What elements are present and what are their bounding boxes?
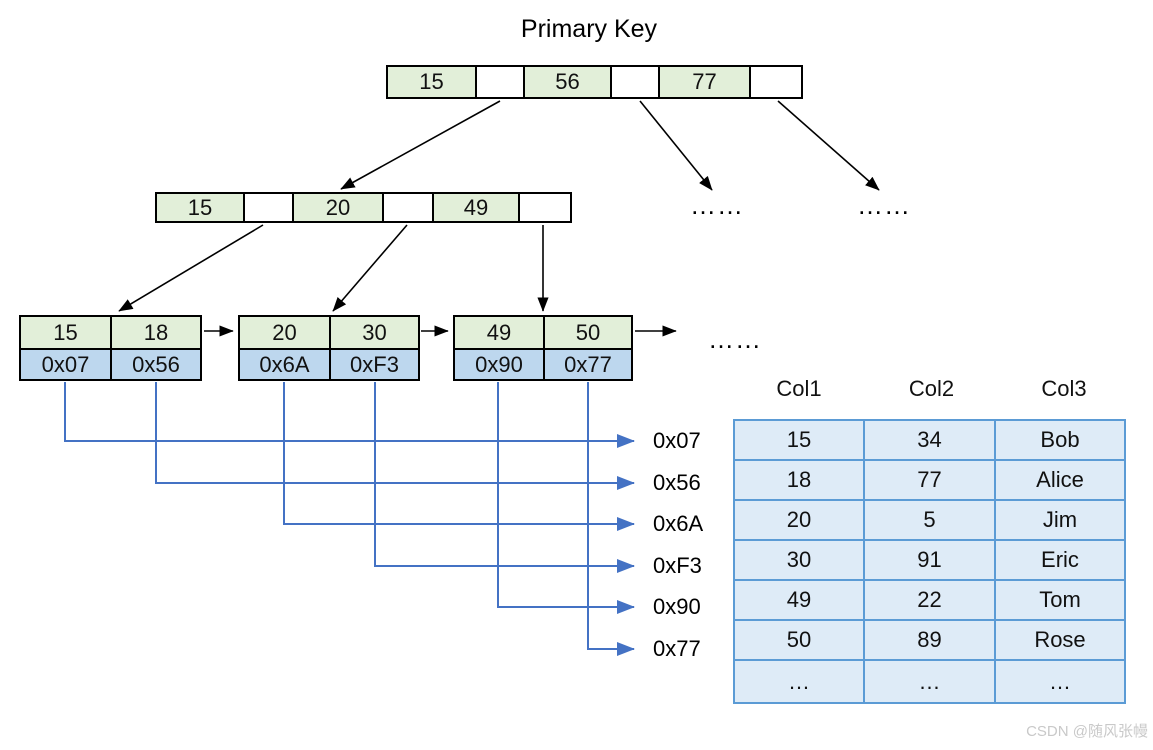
address-pointer-label: 0x77 bbox=[653, 636, 701, 661]
leaf-address-row: 0x90 0x77 bbox=[455, 348, 631, 379]
table-cell: 34 bbox=[863, 419, 996, 461]
table-cell: … bbox=[733, 659, 865, 704]
leaf-address-cell: 0x6A bbox=[240, 348, 331, 379]
address-pointer-label: 0xF3 bbox=[653, 553, 702, 578]
address-pointer-label: 0x56 bbox=[653, 470, 701, 495]
table-cell: 20 bbox=[733, 499, 865, 541]
table-cell: Bob bbox=[994, 419, 1126, 461]
leaf-node-3: 49 50 0x90 0x77 bbox=[453, 315, 633, 381]
ellipsis-leaf-level: …… bbox=[708, 324, 762, 354]
leaf-node-2: 20 30 0x6A 0xF3 bbox=[238, 315, 420, 381]
ellipsis-level2-right: …… bbox=[857, 190, 911, 220]
leaf-key-row: 20 30 bbox=[240, 317, 418, 348]
root-key-cell: 77 bbox=[660, 67, 751, 97]
leaf-address-cell: 0x77 bbox=[545, 348, 631, 379]
table-cell: 18 bbox=[733, 459, 865, 501]
internal-pointer-cell bbox=[520, 194, 570, 221]
ellipsis-level2-left: …… bbox=[690, 190, 744, 220]
leaf-key-row: 49 50 bbox=[455, 317, 631, 348]
internal-pointer-cell bbox=[245, 194, 294, 221]
root-pointer-cell bbox=[751, 67, 801, 97]
column-header: Col3 bbox=[1041, 376, 1087, 401]
internal-to-leaf1-arrow bbox=[118, 224, 264, 312]
table-cell: Rose bbox=[994, 619, 1126, 661]
table-cell: 15 bbox=[733, 419, 865, 461]
table-row: 15 34 Bob bbox=[733, 419, 1126, 461]
table-column-headers: Col1 Col2 Col3 bbox=[733, 376, 1130, 402]
leaf-key-cell: 18 bbox=[112, 317, 200, 348]
table-cell: Eric bbox=[994, 539, 1126, 581]
table-cell: 91 bbox=[863, 539, 996, 581]
watermark: CSDN @随风张幔 bbox=[1026, 723, 1148, 740]
root-node: 15 56 77 bbox=[386, 65, 803, 99]
internal-to-leaf2-arrow bbox=[332, 224, 408, 312]
table-cell: 5 bbox=[863, 499, 996, 541]
internal-pointer-cell bbox=[384, 194, 434, 221]
record-table: 15 34 Bob 18 77 Alice 20 5 Jim 30 91 Eri… bbox=[733, 419, 1126, 704]
table-cell: 77 bbox=[863, 459, 996, 501]
root-to-ellipsis2-arrow bbox=[777, 100, 880, 191]
leaf-address-row: 0x07 0x56 bbox=[21, 348, 200, 379]
connector-0x56 bbox=[155, 382, 635, 490]
leaf-key-cell: 15 bbox=[21, 317, 112, 348]
leaf-address-cell: 0x07 bbox=[21, 348, 112, 379]
internal-key-cell: 15 bbox=[157, 194, 245, 221]
connector-0x07 bbox=[64, 382, 635, 448]
address-pointer-label: 0x6A bbox=[653, 511, 704, 536]
root-key-cell: 56 bbox=[525, 67, 612, 97]
table-cell: 30 bbox=[733, 539, 865, 581]
table-cell: 89 bbox=[863, 619, 996, 661]
leaf-key-cell: 49 bbox=[455, 317, 545, 348]
column-header: Col1 bbox=[776, 376, 822, 401]
internal-node: 15 20 49 bbox=[155, 192, 572, 223]
leaf-key-row: 15 18 bbox=[21, 317, 200, 348]
table-cell: Tom bbox=[994, 579, 1126, 621]
table-cell: 50 bbox=[733, 619, 865, 661]
table-row: 18 77 Alice bbox=[733, 459, 1126, 501]
leaf-node-1: 15 18 0x07 0x56 bbox=[19, 315, 202, 381]
internal-key-cell: 20 bbox=[294, 194, 384, 221]
table-row: 49 22 Tom bbox=[733, 579, 1126, 621]
table-cell: … bbox=[863, 659, 996, 704]
address-connector-lines bbox=[64, 382, 635, 656]
leaf-address-cell: 0xF3 bbox=[331, 348, 418, 379]
leaf-address-row: 0x6A 0xF3 bbox=[240, 348, 418, 379]
table-cell: … bbox=[994, 659, 1126, 704]
leaf-address-cell: 0x90 bbox=[455, 348, 545, 379]
connector-0xF3 bbox=[374, 382, 635, 573]
table-row: 20 5 Jim bbox=[733, 499, 1126, 541]
connector-0x6A bbox=[283, 382, 635, 531]
leaf-address-cell: 0x56 bbox=[112, 348, 200, 379]
leaf-key-cell: 30 bbox=[331, 317, 418, 348]
table-row: … … … bbox=[733, 659, 1126, 704]
table-row: 30 91 Eric bbox=[733, 539, 1126, 581]
root-pointer-cell bbox=[612, 67, 660, 97]
root-to-internal-arrow bbox=[340, 100, 501, 190]
address-pointer-label: 0x90 bbox=[653, 594, 701, 619]
table-cell: 49 bbox=[733, 579, 865, 621]
table-cell: Alice bbox=[994, 459, 1126, 501]
root-pointer-cell bbox=[477, 67, 525, 97]
root-to-ellipsis1-arrow bbox=[639, 100, 713, 191]
table-cell: Jim bbox=[994, 499, 1126, 541]
table-cell: 22 bbox=[863, 579, 996, 621]
connector-0x90 bbox=[497, 382, 635, 614]
root-key-cell: 15 bbox=[388, 67, 477, 97]
diagram-title: Primary Key bbox=[520, 15, 658, 43]
internal-key-cell: 49 bbox=[434, 194, 520, 221]
table-row: 50 89 Rose bbox=[733, 619, 1126, 661]
connector-0x77 bbox=[587, 382, 635, 656]
address-pointer-label: 0x07 bbox=[653, 428, 701, 453]
column-header: Col2 bbox=[908, 376, 955, 401]
leaf-key-cell: 20 bbox=[240, 317, 331, 348]
leaf-key-cell: 50 bbox=[545, 317, 631, 348]
